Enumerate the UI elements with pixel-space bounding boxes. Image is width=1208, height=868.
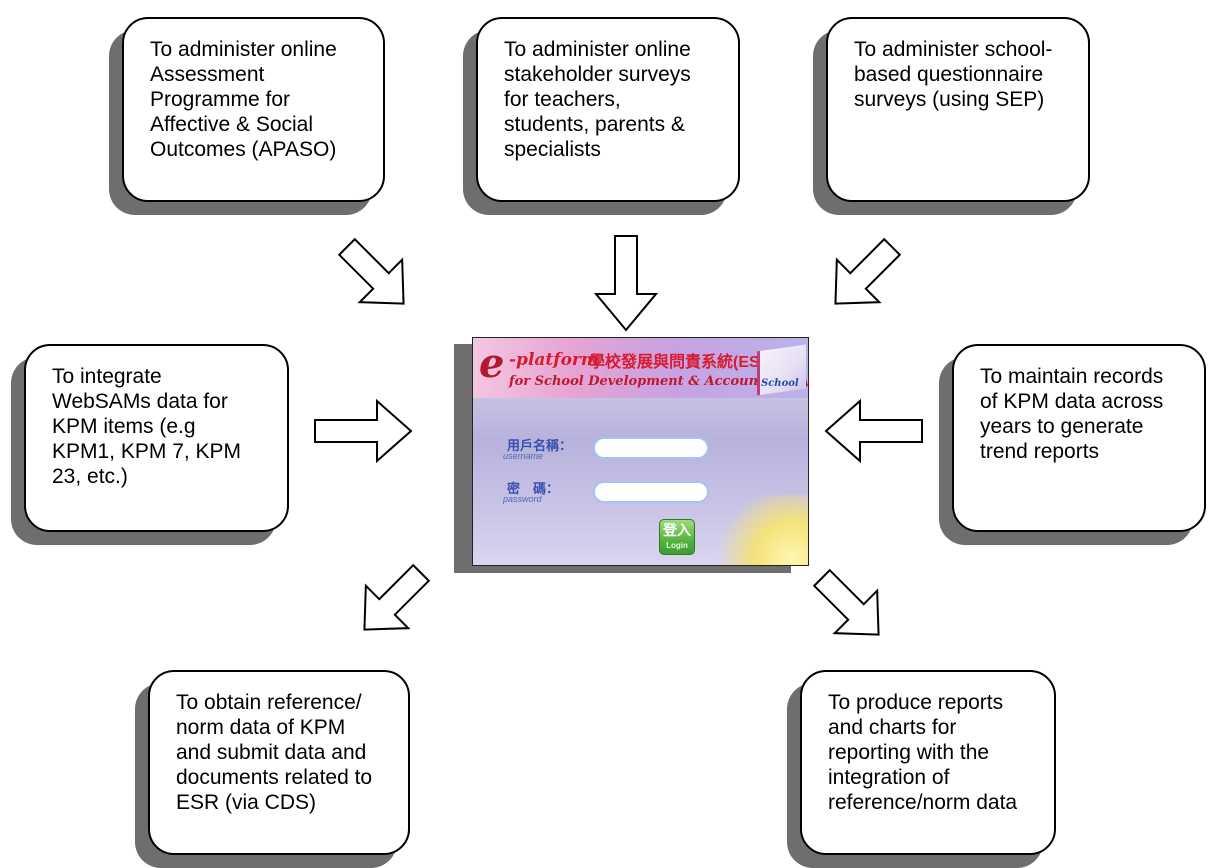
login-button-label: 登入 — [663, 522, 691, 538]
box-line: integration of — [828, 766, 950, 789]
box-kpm-records: To maintain records of KPM data across y… — [939, 344, 1206, 545]
box-reference-norm-data: To obtain reference/ norm data of KPM an… — [135, 670, 410, 868]
box-line: ESR (via CDS) — [176, 791, 317, 814]
box-line: for teachers, — [504, 88, 621, 111]
box-line: reference/norm data — [828, 791, 1018, 814]
password-field[interactable] — [593, 481, 709, 503]
box-line: WebSAMs data for — [52, 390, 228, 413]
box-line: based questionnaire — [854, 63, 1044, 86]
username-label: 用戶名稱： — [507, 438, 573, 453]
box-line: and submit data and — [176, 741, 367, 764]
box-line: To administer online — [504, 38, 691, 61]
arrow-top-middle — [593, 235, 659, 332]
box-line: To obtain reference/ — [176, 691, 362, 714]
arrow-top-right — [834, 237, 902, 305]
box-line: Affective & Social — [150, 113, 314, 136]
box-school-questionnaire: To administer school- based questionnair… — [813, 17, 1090, 215]
box-stakeholder-surveys: To administer online stakeholder surveys… — [463, 17, 740, 215]
arrow-middle-left — [314, 398, 413, 464]
box-line: students, parents & — [504, 113, 685, 136]
box-body: To integrate WebSAMs data for KPM items … — [24, 344, 289, 532]
box-line: Outcomes (APASO) — [150, 138, 337, 161]
box-line: documents related to — [176, 766, 373, 789]
box-line: reporting with the — [828, 741, 990, 764]
arrow-bottom-left — [363, 563, 431, 631]
box-line: Programme for — [150, 88, 291, 111]
password-sublabel: password — [503, 494, 542, 504]
username-field[interactable] — [593, 437, 709, 459]
box-body: To administer online Assessment Programm… — [122, 17, 385, 202]
box-line: To integrate — [52, 365, 162, 388]
arrow-middle-right — [824, 398, 923, 464]
login-window: e -platform 學校發展與問責系統(ESDA) for School D… — [472, 337, 809, 566]
school-logo-text: School — [761, 378, 799, 389]
box-line: To produce reports — [828, 691, 1004, 714]
login-button[interactable]: 登入 Login — [659, 519, 695, 555]
eplatform-logo-text: -platform — [509, 350, 599, 370]
eplatform-subtitle: for School Development & Accountability — [509, 374, 809, 389]
box-body: To administer online stakeholder surveys… — [476, 17, 740, 202]
box-line: specialists — [504, 138, 601, 161]
box-line: KPM items (e.g — [52, 415, 196, 438]
arrow-top-left — [337, 237, 405, 305]
box-line: KPM1, KPM 7, KPM — [52, 440, 242, 463]
box-apaso: To administer online Assessment Programm… — [109, 17, 385, 215]
box-body: To obtain reference/ norm data of KPM an… — [148, 670, 410, 855]
arrow-bottom-right — [812, 568, 880, 636]
box-line: To maintain records — [980, 365, 1164, 388]
password-label: 密 碼： — [507, 481, 560, 496]
eplatform-banner: e -platform 學校發展與問責系統(ESDA) for School D… — [473, 338, 808, 398]
box-line: trend reports — [980, 440, 1100, 463]
eplatform-chinese-title: 學校發展與問責系統(ESDA) — [589, 354, 789, 371]
box-reports-charts: To produce reports and charts for report… — [787, 670, 1056, 868]
box-line: 23, etc.) — [52, 465, 128, 488]
username-sublabel: username — [503, 451, 544, 461]
flower-decoration — [708, 495, 808, 565]
box-body: To administer school- based questionnair… — [826, 17, 1090, 202]
box-body: To maintain records of KPM data across y… — [952, 344, 1206, 532]
box-body: To produce reports and charts for report… — [800, 670, 1056, 855]
eplatform-login-screenshot: e -platform 學校發展與問責系統(ESDA) for School D… — [454, 337, 809, 573]
box-line: norm data of KPM — [176, 716, 346, 739]
box-line: surveys (using SEP) — [854, 88, 1045, 111]
box-line: and charts for — [828, 716, 957, 739]
eplatform-logo-e: e — [479, 340, 505, 387]
box-line: To administer online — [150, 38, 337, 61]
box-line: To administer school- — [854, 38, 1053, 61]
box-line: of KPM data across — [980, 390, 1164, 413]
box-line: stakeholder surveys — [504, 63, 691, 86]
box-line: years to generate — [980, 415, 1144, 438]
box-websams: To integrate WebSAMs data for KPM items … — [11, 344, 289, 545]
box-line: Assessment — [150, 63, 265, 86]
login-button-sublabel: Login — [666, 541, 688, 550]
